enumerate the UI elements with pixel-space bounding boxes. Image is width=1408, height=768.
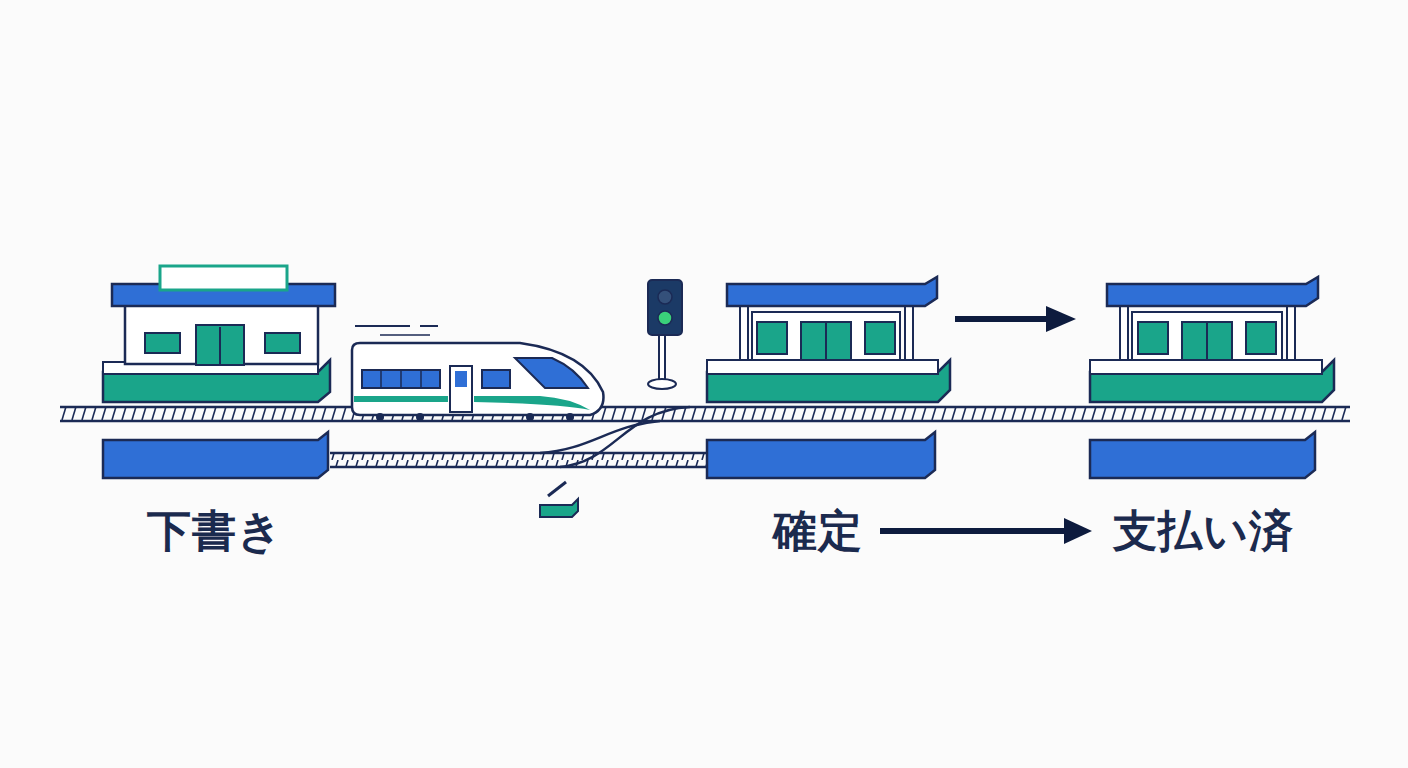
- stage-label: 確定: [773, 507, 863, 555]
- switch-lever: [540, 482, 578, 517]
- station-building: [103, 266, 335, 402]
- station-shelter: [1090, 277, 1334, 402]
- stage-label: 下書き: [147, 507, 283, 555]
- station-shelter: [707, 277, 950, 402]
- stage-label-box: 支払い済: [1092, 500, 1314, 562]
- flow-arrow: [880, 518, 1092, 544]
- signal: [648, 280, 682, 389]
- main-track: [60, 407, 1350, 421]
- stage-label-box: 下書き: [125, 500, 305, 562]
- train: [352, 326, 603, 421]
- stage-label: 支払い済: [1113, 507, 1294, 555]
- stage-label-box: 確定: [755, 500, 880, 562]
- platform-bars: [103, 432, 1315, 478]
- transition-arrow: [955, 306, 1076, 332]
